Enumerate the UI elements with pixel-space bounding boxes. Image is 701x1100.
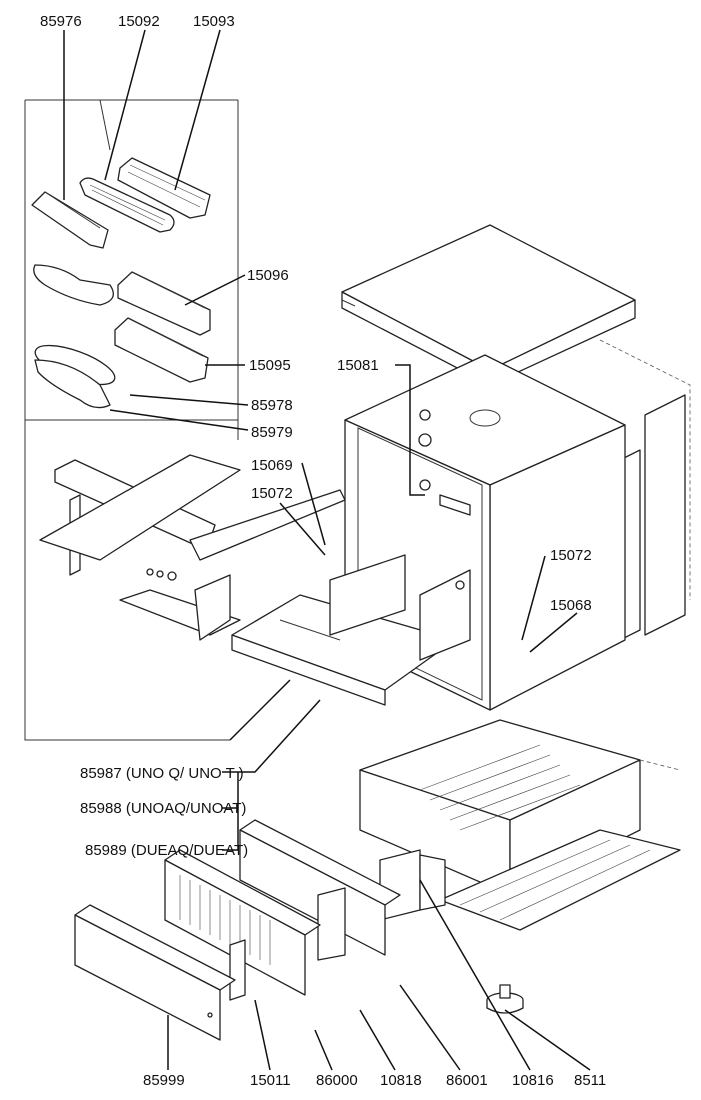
label-85978: 85978 (251, 397, 293, 414)
handle-detail-inset (24, 99, 239, 741)
clip-15011 (229, 939, 246, 1001)
label-15096: 15096 (247, 267, 289, 284)
label-10818: 10818 (380, 1072, 422, 1089)
label-15093: 15093 (193, 13, 235, 30)
handle-15092 (79, 177, 175, 233)
label-15072-right: 15072 (550, 547, 592, 564)
label-15095: 15095 (249, 357, 291, 374)
drawer-tray (231, 554, 471, 706)
label-15068: 15068 (550, 597, 592, 614)
top-cover (341, 224, 636, 386)
left-bracket-assembly (39, 454, 346, 641)
foot-8511 (486, 984, 524, 1014)
handle-85979 (34, 359, 111, 409)
label-10816: 10816 (512, 1072, 554, 1089)
model-bracket (222, 679, 321, 851)
label-15069: 15069 (251, 457, 293, 474)
label-85976: 85976 (40, 13, 82, 30)
handle-15096 (117, 271, 211, 336)
handle-oval-piece (33, 264, 114, 306)
label-85987: 85987 (UNO Q/ UNO T ) (80, 765, 244, 782)
leader-lines (63, 29, 591, 1071)
label-15092: 15092 (118, 13, 160, 30)
label-86001: 86001 (446, 1072, 488, 1089)
label-8511: 8511 (574, 1072, 606, 1089)
label-15011: 15011 (250, 1072, 291, 1089)
label-15081: 15081 (337, 357, 379, 374)
handle-85976 (31, 191, 109, 249)
label-85979: 85979 (251, 424, 293, 441)
label-85989: 85989 (DUEAQ/DUEAT) (85, 842, 248, 859)
bracket-10816 (379, 849, 446, 921)
panel-85999 (74, 904, 236, 1041)
label-85988: 85988 (UNOAQ/UNOAT) (80, 800, 246, 817)
bracket-10818 (317, 887, 346, 961)
base-plate (439, 829, 681, 931)
label-85999: 85999 (143, 1072, 185, 1089)
handle-15093 (117, 157, 211, 219)
label-15072-left: 15072 (251, 485, 293, 502)
handle-15095 (114, 317, 209, 383)
panel-86001 (239, 819, 401, 956)
panel-86000 (164, 849, 321, 996)
label-86000: 86000 (316, 1072, 358, 1089)
